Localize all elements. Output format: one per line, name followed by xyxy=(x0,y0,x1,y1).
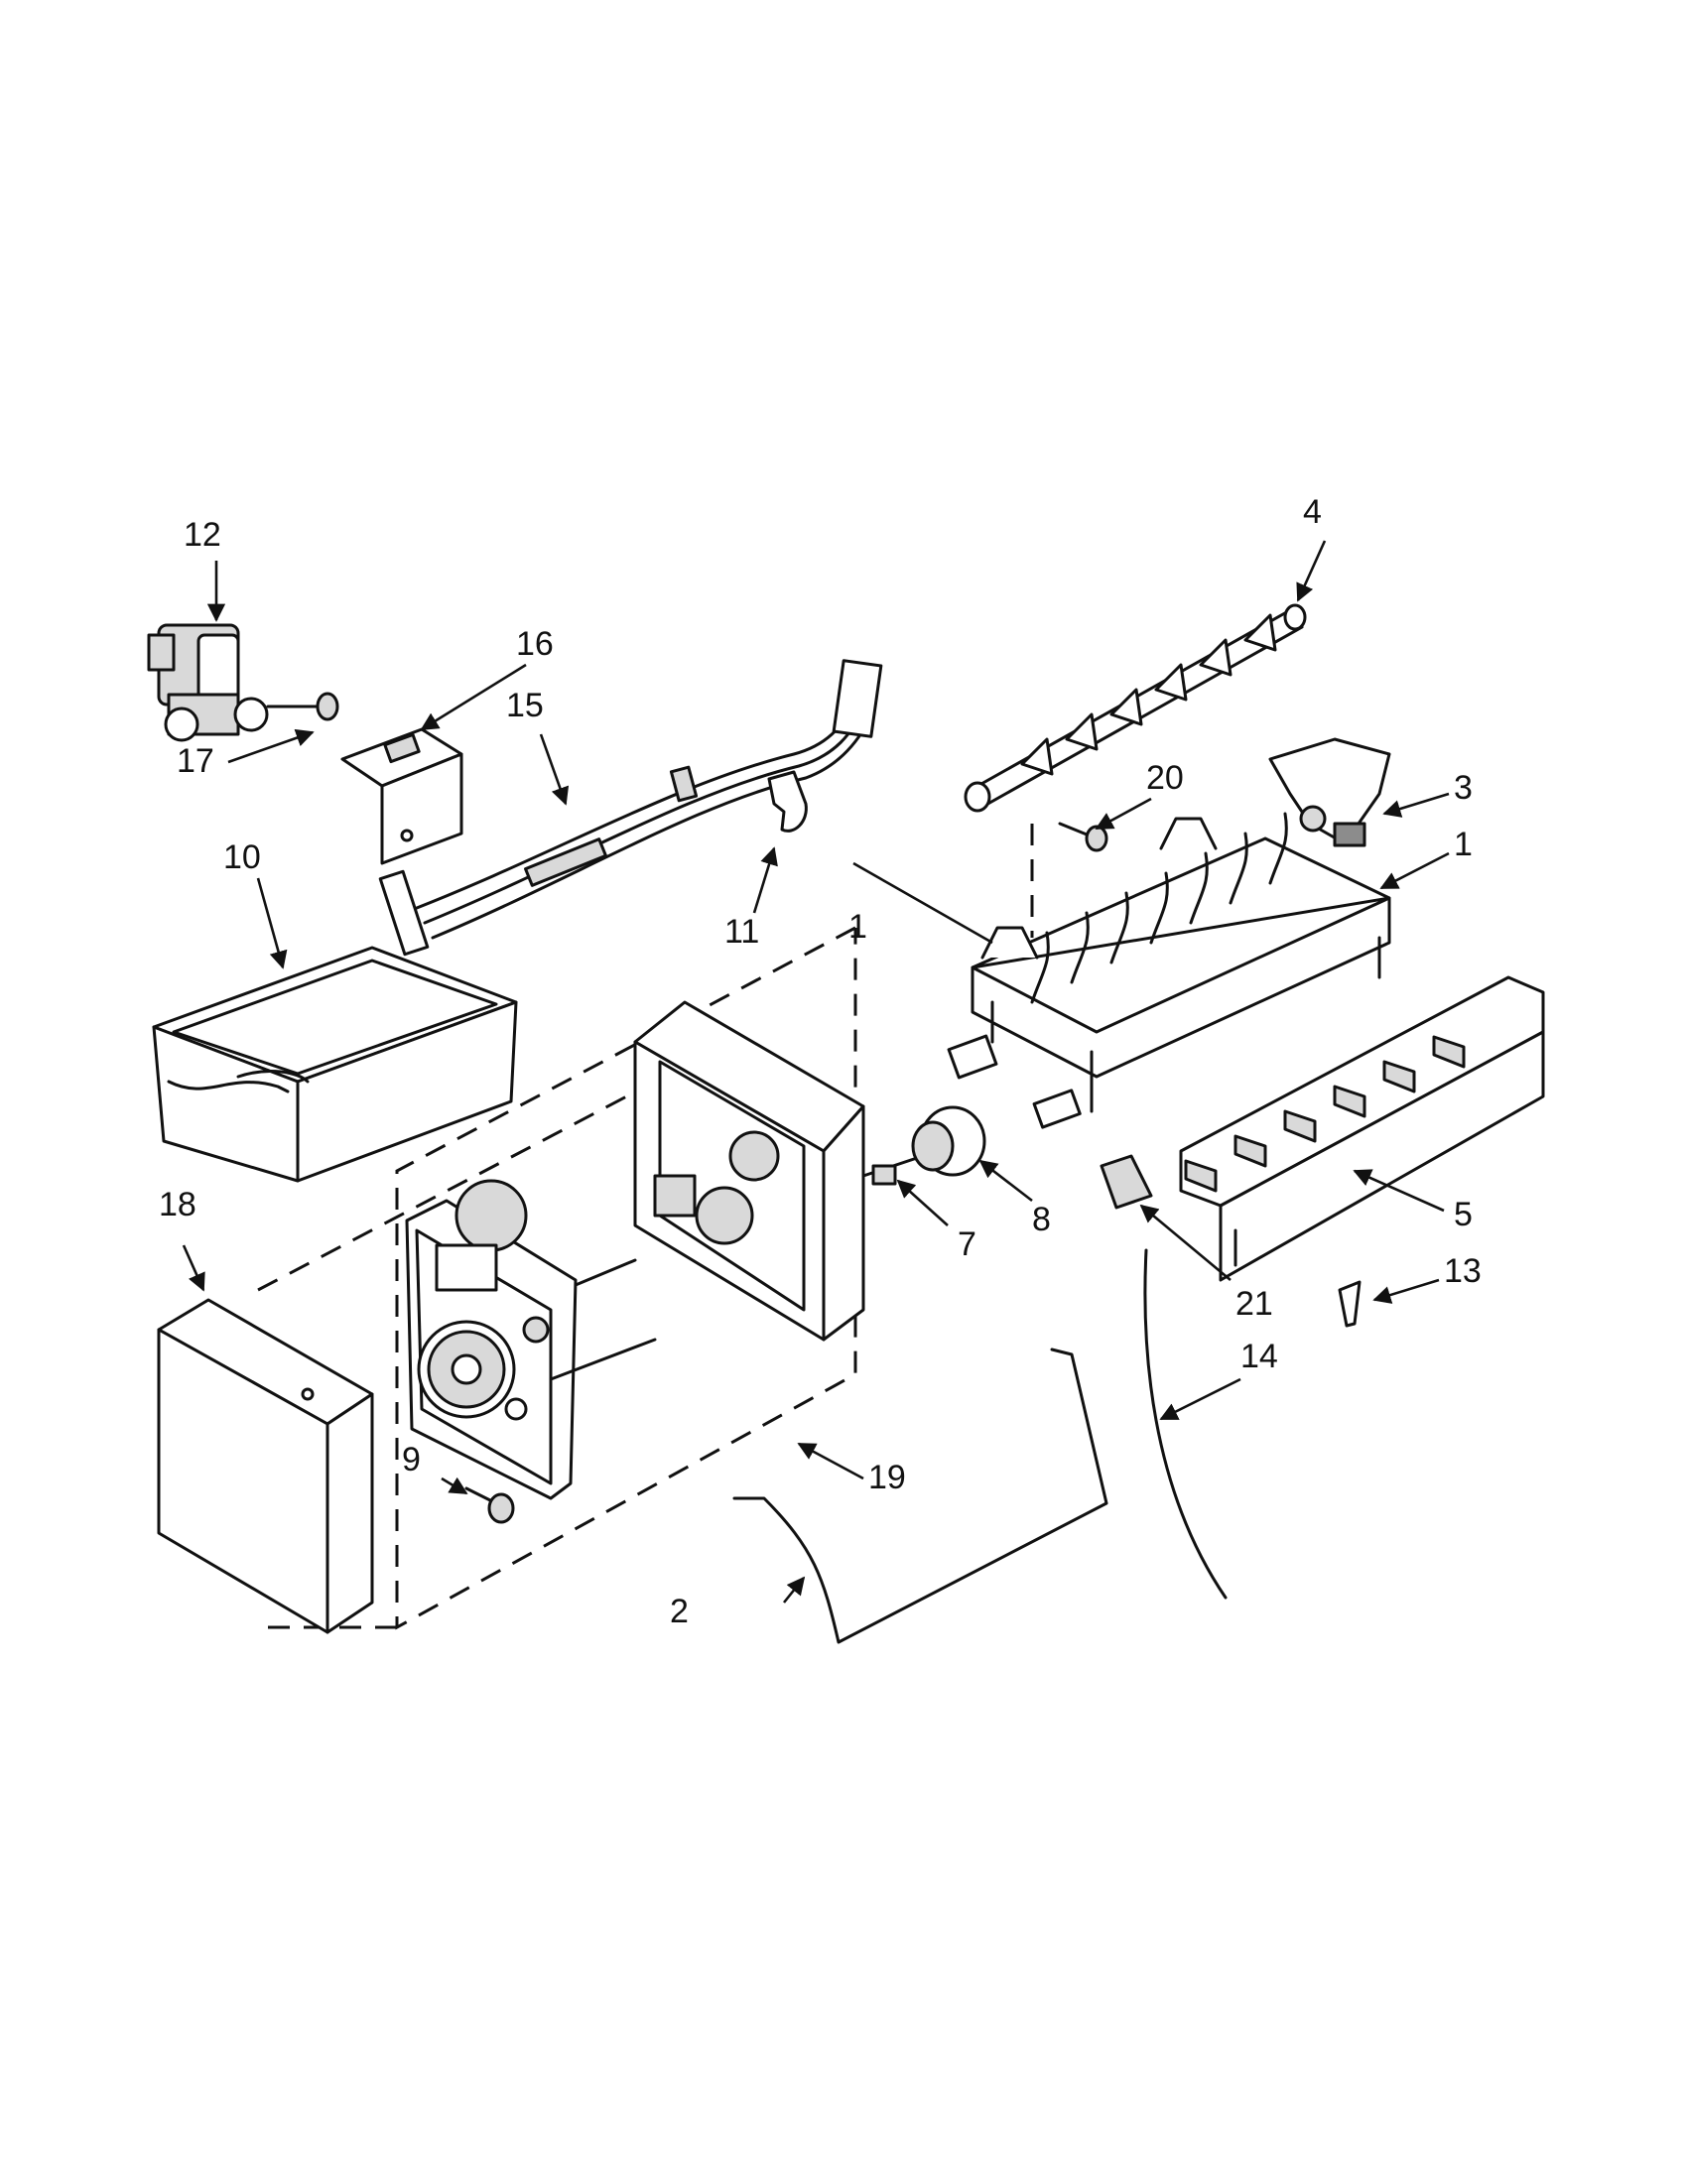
tube-clip xyxy=(1100,1154,1153,1210)
callout-10: 10 xyxy=(223,838,261,876)
control-module xyxy=(405,1179,657,1500)
wire-harness xyxy=(378,659,883,957)
callout-1-dash: 1 xyxy=(848,908,867,946)
valve-screw xyxy=(266,692,339,721)
thermostat-pin xyxy=(861,1154,925,1186)
plug xyxy=(1338,1280,1362,1328)
callout-5: 5 xyxy=(1454,1196,1473,1233)
callout-14: 14 xyxy=(1240,1338,1278,1375)
callout-13: 13 xyxy=(1444,1252,1482,1290)
water-valve xyxy=(147,623,269,742)
callout-12: 12 xyxy=(184,516,221,554)
thermostat xyxy=(911,1034,1082,1177)
callout-21: 21 xyxy=(1235,1285,1273,1323)
leader-lines xyxy=(182,540,1450,1604)
callout-4: 4 xyxy=(1303,493,1322,531)
callout-17: 17 xyxy=(177,742,214,780)
callout-18: 18 xyxy=(159,1186,196,1223)
callout-20: 20 xyxy=(1146,759,1184,797)
callout-19: 19 xyxy=(868,1459,906,1496)
callout-2: 2 xyxy=(670,1593,689,1630)
callout-11: 11 xyxy=(724,913,759,951)
motor-housing xyxy=(633,1000,865,1342)
ice-mold xyxy=(971,812,1391,1113)
fill-tube xyxy=(1143,1248,1228,1600)
ejector-shaft xyxy=(964,603,1307,813)
harness-clip xyxy=(767,770,808,833)
callout-9: 9 xyxy=(402,1441,421,1478)
fill-cup xyxy=(1268,737,1391,847)
wire-cover-bracket xyxy=(340,727,463,865)
shut-off-arm xyxy=(732,1348,1108,1644)
stripper xyxy=(1179,975,1545,1282)
callout-8: 8 xyxy=(1032,1201,1051,1238)
callout-3: 3 xyxy=(1454,769,1473,807)
module-screw xyxy=(464,1486,515,1524)
callout-1: 1 xyxy=(1454,826,1473,863)
front-cover xyxy=(157,1298,374,1634)
callout-labels: 1 2 3 4 5 7 8 9 10 11 12 13 14 15 16 17 … xyxy=(159,493,1482,1630)
callout-16: 16 xyxy=(516,625,554,663)
callout-7: 7 xyxy=(958,1225,976,1263)
ice-bin xyxy=(152,946,518,1183)
callout-15: 15 xyxy=(506,687,544,724)
